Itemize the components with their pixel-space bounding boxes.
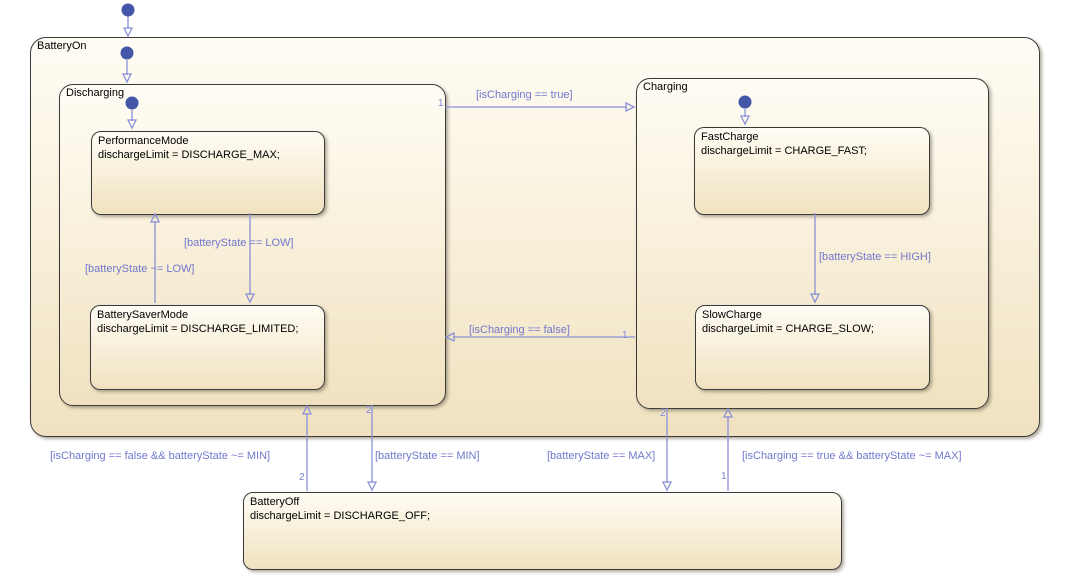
state-battery-saver-mode[interactable]: BatterySaverMode dischargeLimit = DISCHA… xyxy=(90,305,325,390)
transition-order-discharging-to-off[interactable]: 2 xyxy=(366,405,372,416)
state-charging-label: Charging xyxy=(643,81,688,93)
transition-label-performance-to-saver[interactable]: [batteryState == LOW] xyxy=(184,237,294,249)
state-battery-saver-mode-action: dischargeLimit = DISCHARGE_LIMITED; xyxy=(97,323,299,335)
default-transition-battery-on[interactable] xyxy=(122,16,134,38)
transition-order-off-to-discharging[interactable]: 2 xyxy=(299,472,305,483)
state-discharging-label: Discharging xyxy=(66,87,125,99)
state-fast-charge[interactable]: FastCharge dischargeLimit = CHARGE_FAST; xyxy=(694,127,930,215)
state-battery-saver-mode-label: BatterySaverMode xyxy=(97,309,189,321)
state-performance-mode-label: PerformanceMode xyxy=(98,135,189,147)
state-battery-on[interactable]: BatteryOn Discharging PerformanceMode di… xyxy=(30,37,1040,437)
transition-label-off-to-discharging[interactable]: [isCharging == false && batteryState ~= … xyxy=(50,450,271,462)
state-performance-mode-action: dischargeLimit = DISCHARGE_MAX; xyxy=(98,149,280,161)
transition-label-charging-to-discharging[interactable]: [isCharging == false] xyxy=(469,324,570,336)
state-performance-mode[interactable]: PerformanceMode dischargeLimit = DISCHAR… xyxy=(91,131,325,215)
transition-label-discharging-to-off[interactable]: [batteryState == MIN] xyxy=(375,450,480,462)
transition-label-fast-to-slow[interactable]: [batteryState == HIGH] xyxy=(819,251,931,263)
transition-label-off-to-charging[interactable]: [isCharging == true && batteryState ~= M… xyxy=(742,450,962,462)
state-battery-on-label: BatteryOn xyxy=(37,40,87,52)
state-charging[interactable]: Charging FastCharge dischargeLimit = CHA… xyxy=(636,78,989,409)
transition-order-charging-to-discharging[interactable]: 1 xyxy=(622,330,628,341)
state-slow-charge-action: dischargeLimit = CHARGE_SLOW; xyxy=(702,323,874,335)
state-slow-charge[interactable]: SlowCharge dischargeLimit = CHARGE_SLOW; xyxy=(695,305,930,390)
state-battery-off-action: dischargeLimit = DISCHARGE_OFF; xyxy=(250,510,431,522)
state-battery-off[interactable]: BatteryOff dischargeLimit = DISCHARGE_OF… xyxy=(243,492,842,570)
state-discharging[interactable]: Discharging PerformanceMode dischargeLim… xyxy=(59,84,446,406)
state-battery-off-label: BatteryOff xyxy=(250,496,300,508)
transition-label-saver-to-performance[interactable]: [batteryState ~= LOW] xyxy=(85,263,195,275)
transition-order-off-to-charging[interactable]: 1 xyxy=(721,471,727,482)
state-fast-charge-label: FastCharge xyxy=(701,131,759,143)
transition-order-discharging-to-charging[interactable]: 1 xyxy=(438,98,444,109)
transition-order-charging-to-off[interactable]: 2 xyxy=(660,408,666,419)
state-slow-charge-label: SlowCharge xyxy=(702,309,762,321)
transition-label-charging-to-off[interactable]: [batteryState == MAX] xyxy=(547,450,656,462)
default-dot-battery-on[interactable] xyxy=(121,3,135,17)
transition-label-discharging-to-charging[interactable]: [isCharging == true] xyxy=(476,89,573,101)
state-fast-charge-action: dischargeLimit = CHARGE_FAST; xyxy=(701,145,867,157)
